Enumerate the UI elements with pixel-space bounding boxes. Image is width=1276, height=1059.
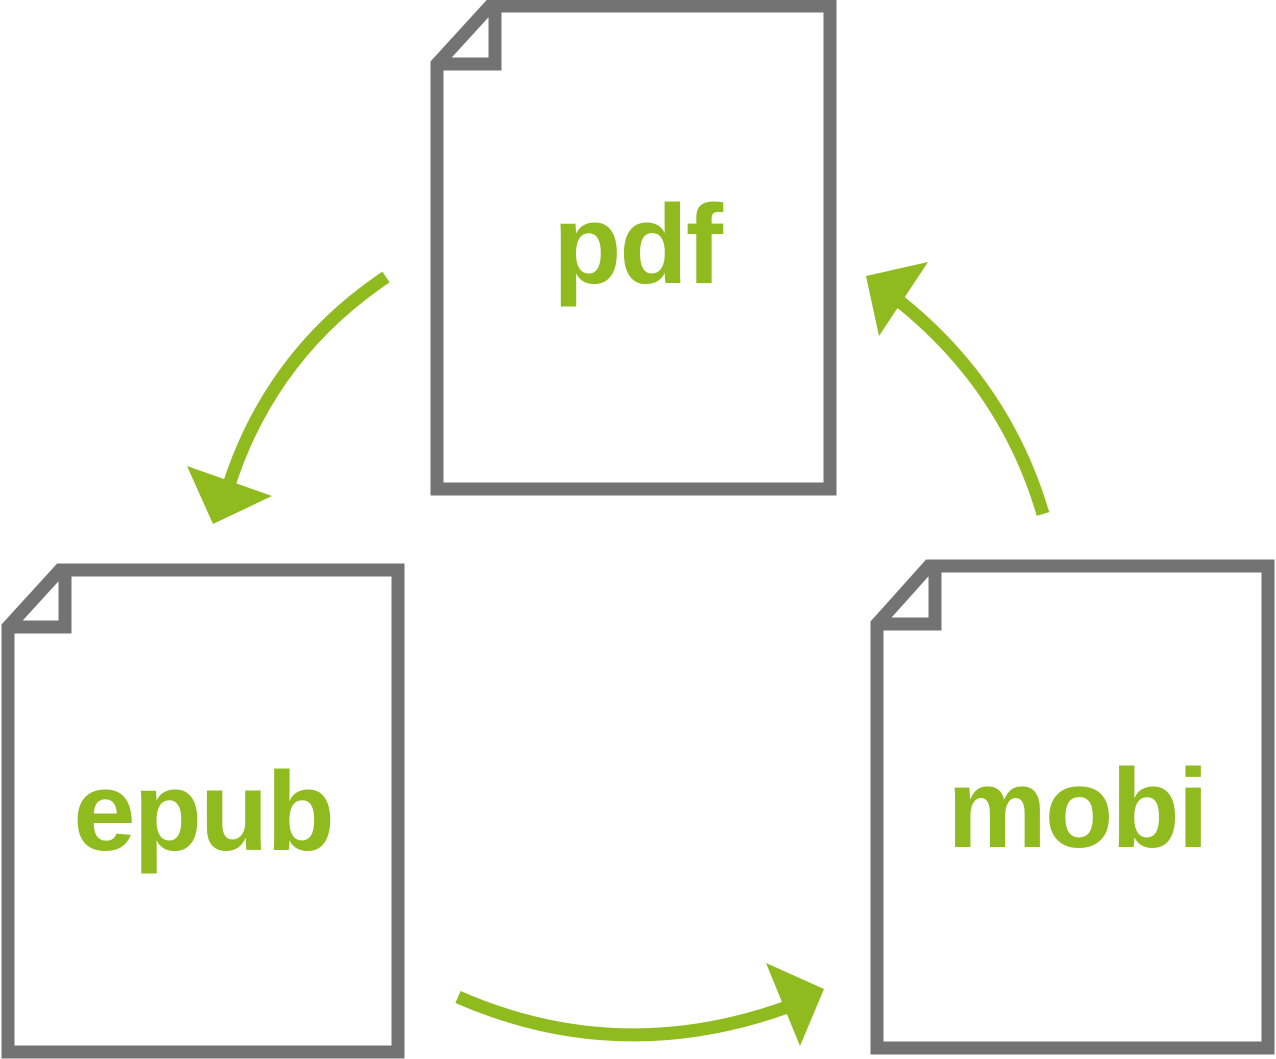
document-icon — [870, 559, 1275, 1055]
document-epub: epub — [1, 563, 405, 1059]
document-mobi: mobi — [870, 559, 1275, 1055]
document-label-mobi: mobi — [947, 746, 1207, 871]
document-label-epub: epub — [73, 749, 333, 874]
arrowhead-icon — [187, 466, 272, 524]
document-pdf: pdf — [430, 0, 837, 496]
curved-arrow-icon — [893, 294, 1050, 516]
arrow-pdf-to-epub — [187, 271, 390, 524]
arrow-mobi-to-pdf — [866, 262, 1050, 516]
folded-corner-icon — [877, 566, 942, 631]
curved-arrow-icon — [221, 271, 390, 490]
document-label-pdf: pdf — [553, 182, 724, 307]
document-icon — [430, 0, 837, 496]
arrow-epub-to-mobi — [455, 963, 824, 1046]
folded-corner-icon — [437, 6, 502, 71]
curved-arrow-icon — [455, 991, 793, 1042]
document-icon — [1, 563, 405, 1059]
arrowhead-icon — [766, 963, 824, 1046]
arrowhead-icon — [866, 262, 928, 336]
folded-corner-icon — [8, 570, 72, 634]
